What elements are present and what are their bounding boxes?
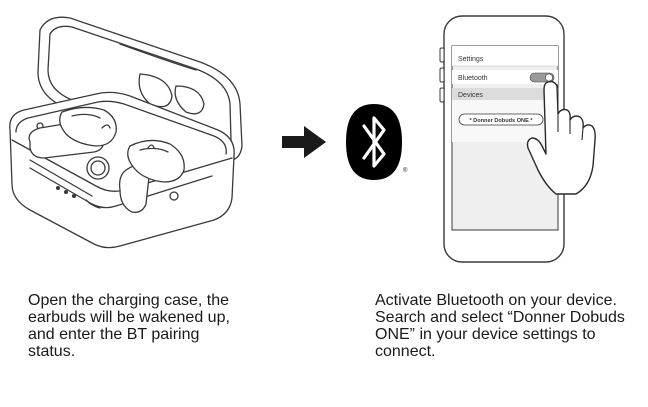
step1-caption: Open the charging case, the earbuds will… <box>28 292 328 360</box>
step1-caption-line: and enter the BT pairing <box>28 326 200 343</box>
right-earbud <box>118 139 185 213</box>
charging-case-illustration <box>9 16 243 249</box>
step2-caption-line: connect. <box>375 343 436 360</box>
device-name: * Donner Dobuds ONE * <box>469 118 533 124</box>
case-button <box>86 156 110 180</box>
devices-label: Devices <box>458 92 483 99</box>
registered-mark: ® <box>403 167 408 174</box>
step1-caption-line: status. <box>28 343 76 360</box>
bluetooth-label: Bluetooth <box>458 75 488 82</box>
step1-caption-line: earbuds will be wakened up, <box>28 309 230 326</box>
bluetooth-toggle[interactable] <box>529 72 555 83</box>
devices-header <box>452 88 558 100</box>
device-list-item[interactable]: * Donner Dobuds ONE * <box>458 113 544 126</box>
right-arrow-icon <box>282 126 326 158</box>
step2-caption-line: Activate Bluetooth on your device. <box>375 292 617 309</box>
left-earbud <box>28 106 117 159</box>
pointing-hand-icon <box>526 80 596 195</box>
bluetooth-icon <box>346 104 402 180</box>
instruction-illustration: ® Settings Bluetooth Devices * Donner Do… <box>9 15 596 263</box>
step2-caption: Activate Bluetooth on your device. Searc… <box>375 292 643 360</box>
settings-label: Settings <box>458 56 484 63</box>
step2-caption-line: ONE” in your device settings to <box>375 326 596 343</box>
step1-caption-line: Open the charging case, the <box>28 292 230 309</box>
step2-caption-line: Search and select “Donner Dobuds <box>375 309 625 326</box>
